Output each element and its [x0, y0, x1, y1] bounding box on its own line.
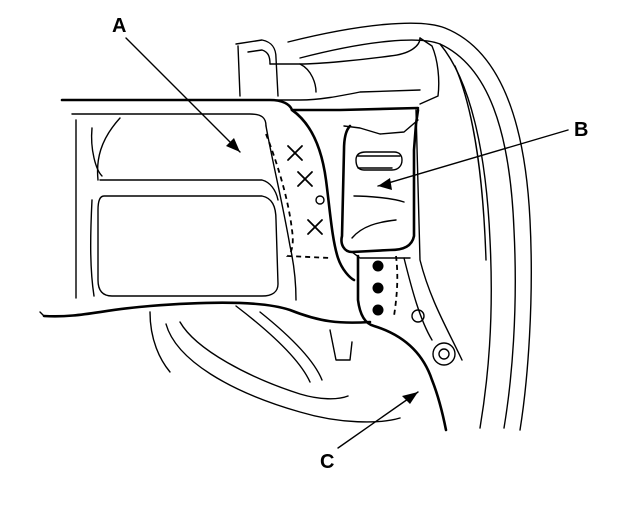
callout-label-a: A — [112, 15, 126, 37]
lower-pillar-part-c — [356, 109, 463, 432]
callout-label-b: B — [574, 119, 588, 141]
left-frame-member — [71, 113, 279, 299]
reinforcement-part-a — [265, 108, 356, 301]
horizontal-frame-beam — [39, 98, 420, 324]
upper-bracket — [235, 37, 440, 105]
callout-leaders — [125, 37, 569, 449]
callout-label-c: C — [320, 451, 334, 473]
bracket-part-b — [340, 108, 420, 259]
lower-structure — [149, 305, 401, 423]
outer-body-panel — [287, 22, 532, 431]
